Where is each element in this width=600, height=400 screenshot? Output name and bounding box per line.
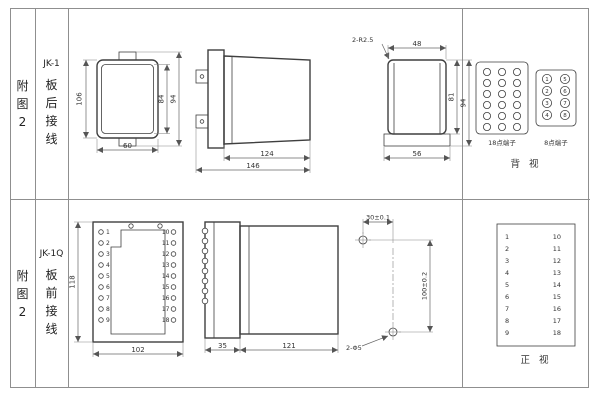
terminal-number: 2 — [505, 245, 509, 253]
terminal-number: 6 — [106, 284, 110, 291]
terminal-number: 4 — [505, 269, 509, 277]
hole-note: 2-Φ5 — [346, 344, 362, 352]
jk1q-drill-plan: 30±0.1 100±0.2 2-Φ5 — [346, 214, 433, 352]
dim-label: 48 — [413, 40, 422, 48]
row2-terminal-panel: 1 2 3 4 5 6 7 8 9 10 11 12 13 14 15 16 1… — [496, 223, 576, 366]
terminal-number: 14 — [162, 273, 170, 280]
terminal-number: 16 — [553, 305, 561, 313]
terminal-number: 15 — [553, 293, 561, 301]
model-label: JK-1Q — [39, 249, 64, 259]
wiring-label: 板前接线 — [45, 268, 58, 336]
terminal-number: 16 — [162, 295, 170, 302]
figure-label: 附图2 — [16, 268, 29, 319]
row1-terminal-panel: 1 5 2 6 3 7 4 8 18点端子 8点端子 背 视 — [475, 61, 577, 170]
terminal-number: 10 — [162, 229, 170, 236]
terminal-number: 8 — [563, 113, 567, 119]
row2-figure-cell: 附图2 — [10, 199, 35, 388]
view-label-front: 正 视 — [520, 354, 551, 366]
terminal-number: 3 — [106, 251, 110, 258]
table-border — [10, 8, 589, 388]
terminal-block-8: 1 5 2 6 3 7 4 8 — [535, 69, 577, 127]
jk1-side-view: 124 146 — [195, 49, 311, 173]
terminal-number: 5 — [563, 77, 567, 83]
terminal-number: 4 — [545, 113, 549, 119]
dim-label: 146 — [246, 162, 260, 170]
grid-line — [35, 8, 36, 388]
dim-label: 60 — [123, 142, 132, 150]
terminal-number: 6 — [563, 89, 567, 95]
terminal-block-18 — [475, 61, 529, 135]
front-view-terminal-table: 1 2 3 4 5 6 7 8 9 10 11 12 13 14 15 16 1… — [496, 223, 576, 347]
terminal-number: 17 — [553, 317, 561, 325]
row2-model-cell: JK-1Q 板前接线 — [35, 199, 68, 388]
row1-model-cell: JK-1 板后接线 — [35, 8, 68, 199]
dim-label: 100±0.2 — [421, 272, 429, 300]
terminal-number: 14 — [553, 281, 561, 289]
dim-label: 102 — [131, 346, 144, 354]
terminal-number: 18 — [162, 317, 170, 324]
terminal-number: 13 — [553, 269, 561, 277]
terminal-number: 5 — [106, 273, 110, 280]
jk1-rear-view: 2-R2.5 48 81 94 56 — [352, 36, 472, 161]
terminal-number: 5 — [505, 281, 509, 289]
model-label: JK-1 — [43, 59, 60, 69]
jk1-front-view: 106 84 94 60 — [76, 51, 182, 153]
dim-label: 30±0.1 — [366, 214, 390, 222]
dim-label: 35 — [218, 342, 227, 350]
terminal-number: 9 — [505, 329, 509, 337]
terminal-number: 1 — [545, 77, 549, 83]
terminal-number: 11 — [162, 240, 170, 247]
terminal-number: 3 — [545, 101, 549, 107]
terminal-number: 11 — [553, 245, 561, 253]
terminal-number: 1 — [505, 233, 509, 241]
radius-note: 2-R2.5 — [352, 36, 373, 44]
grid-line — [462, 8, 463, 388]
jk1q-front-view: 1 2 3 4 5 6 7 8 9 10 11 12 13 14 15 16 1… — [69, 221, 184, 357]
grid-line — [10, 199, 590, 200]
terminal-number: 4 — [106, 262, 110, 269]
grid-line — [68, 8, 69, 388]
row1-figure-cell: 附图2 — [10, 8, 35, 199]
terminal-number: 2 — [545, 89, 549, 95]
terminal-number: 3 — [505, 257, 509, 265]
terminal-number: 8 — [106, 306, 110, 313]
label-8-point: 8点端子 — [544, 138, 568, 147]
dim-label: 106 — [76, 92, 84, 106]
terminal-number: 7 — [563, 101, 567, 107]
terminal-number: 6 — [505, 293, 509, 301]
row1-drawings: 106 84 94 60 124 — [76, 36, 472, 173]
dim-label: 56 — [413, 150, 422, 158]
terminal-number: 12 — [162, 251, 170, 258]
view-label-rear: 背 视 — [510, 158, 541, 170]
dim-label: 121 — [282, 342, 295, 350]
figure-label: 附图2 — [16, 78, 29, 129]
terminal-number: 15 — [162, 284, 170, 291]
terminal-number: 2 — [106, 240, 110, 247]
terminal-number: 8 — [505, 317, 509, 325]
terminal-number: 10 — [553, 233, 561, 241]
wiring-label: 板后接线 — [45, 78, 58, 146]
terminal-number: 18 — [553, 329, 561, 337]
dim-label: 94 — [170, 94, 178, 103]
dim-label: 84 — [158, 94, 166, 103]
dim-label: 81 — [448, 93, 456, 102]
terminal-number: 7 — [106, 295, 110, 302]
dim-label: 124 — [260, 150, 274, 158]
terminal-number: 13 — [162, 262, 170, 269]
terminal-number: 17 — [162, 306, 170, 313]
terminal-number: 7 — [505, 305, 509, 313]
terminal-number: 9 — [106, 317, 110, 324]
terminal-number: 12 — [553, 257, 561, 265]
jk1q-side-view: 35 121 — [201, 221, 339, 353]
label-18-point: 18点端子 — [488, 138, 516, 147]
row2-drawings: 1 2 3 4 5 6 7 8 9 10 11 12 13 14 15 16 1… — [69, 214, 433, 357]
dim-label: 94 — [460, 98, 468, 107]
terminal-number: 1 — [106, 229, 110, 236]
dim-label: 118 — [69, 275, 77, 288]
